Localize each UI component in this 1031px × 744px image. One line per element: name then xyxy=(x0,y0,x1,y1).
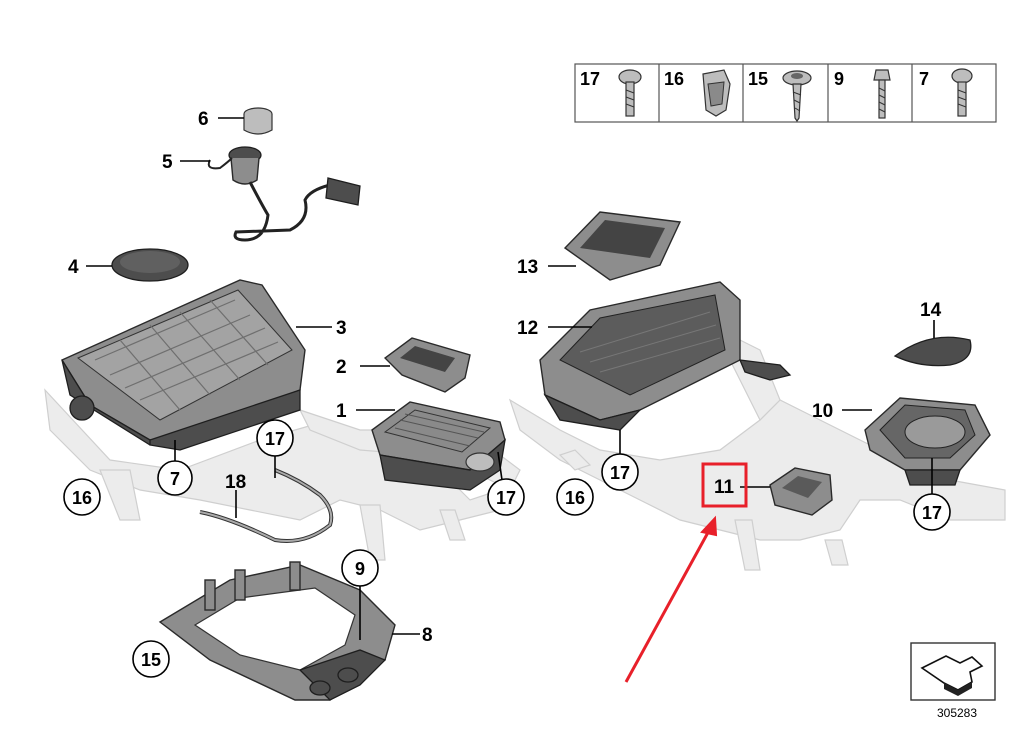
highlighted-callout-11: 11 xyxy=(701,462,748,508)
callout-12: 12 xyxy=(517,318,538,339)
part-14-cover xyxy=(893,336,972,367)
circle-callout-15: 15 xyxy=(141,650,161,670)
fastener-table: 17 16 15 9 7 xyxy=(574,63,997,123)
callout-1: 1 xyxy=(336,401,347,422)
part-5-socket xyxy=(207,146,361,242)
part-12-large-tray xyxy=(539,281,792,431)
callout-2: 2 xyxy=(336,357,347,378)
circle-callout-9: 9 xyxy=(355,559,365,579)
part-1-insert xyxy=(371,401,506,491)
part-11-cup-tray xyxy=(769,467,833,516)
callout-11: 11 xyxy=(714,477,735,498)
callout-8: 8 xyxy=(422,625,433,646)
part-2-small-tray xyxy=(383,337,471,393)
callout-14: 14 xyxy=(920,300,942,321)
screw-17-icon xyxy=(618,69,642,117)
clip-16-icon xyxy=(702,69,731,117)
circle-callout-17-a: 17 xyxy=(265,429,285,449)
part-4-round-cover xyxy=(111,248,189,282)
circle-callout-17-b: 17 xyxy=(496,488,516,508)
diagram-reference-number: 305283 xyxy=(937,706,977,720)
table-label-15: 15 xyxy=(748,69,768,89)
part-8-bracket xyxy=(158,561,396,701)
circle-callout-17-d: 17 xyxy=(922,503,942,523)
circle-callout-17-c: 17 xyxy=(610,463,630,483)
orientation-arrow-icon xyxy=(920,655,984,696)
table-label-17: 17 xyxy=(580,69,600,89)
table-label-7: 7 xyxy=(919,69,929,89)
part-6-cap xyxy=(243,107,273,135)
part-13-storage-tray xyxy=(563,211,682,281)
table-label-16: 16 xyxy=(664,69,684,89)
callout-13: 13 xyxy=(517,257,538,278)
callout-18: 18 xyxy=(225,472,246,493)
circle-callout-16-left: 16 xyxy=(72,488,92,508)
part-18-rod xyxy=(199,468,334,543)
callout-6: 6 xyxy=(198,109,209,130)
orientation-box xyxy=(910,642,996,701)
red-arrow xyxy=(624,515,718,683)
part-3-console-tray xyxy=(60,279,306,451)
callout-3: 3 xyxy=(336,318,347,339)
screw-7-icon xyxy=(951,68,973,117)
screw-15-icon xyxy=(782,70,812,123)
callout-5: 5 xyxy=(162,152,173,173)
screw-9-icon xyxy=(873,69,891,119)
leader-lines xyxy=(86,117,935,640)
callout-4: 4 xyxy=(68,257,79,278)
circled-callouts: 16 7 17 17 9 15 16 17 17 xyxy=(63,419,951,678)
callout-10: 10 xyxy=(812,401,833,422)
circle-callout-16-right: 16 xyxy=(565,488,585,508)
part-10-cupholder xyxy=(864,397,991,486)
table-label-9: 9 xyxy=(834,69,844,89)
circle-callout-7: 7 xyxy=(170,469,180,489)
callout-labels: 6 5 4 3 2 1 8 18 13 12 14 10 xyxy=(68,109,942,646)
